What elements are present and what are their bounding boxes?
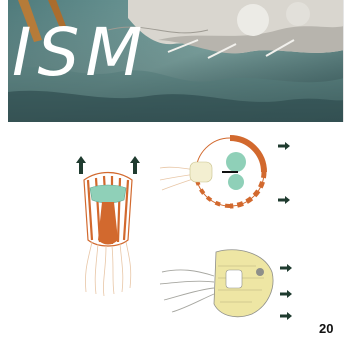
arrow-right-icon [278,142,290,150]
arrow-up-icon [130,156,140,174]
illustration-area [8,122,344,337]
nautilus-illustration [156,132,276,212]
hero-title: ISM [12,20,148,86]
arrow-right-icon [280,290,292,298]
arrow-up-icon [76,156,86,174]
arrow-right-icon [280,264,292,272]
squid-illustration [156,242,280,328]
arrow-right-icon [278,196,290,204]
hero-photo: ISM [8,0,344,122]
jellyfish-illustration [68,170,148,300]
page-number: 20 [319,322,333,335]
arrow-right-icon [280,312,292,320]
